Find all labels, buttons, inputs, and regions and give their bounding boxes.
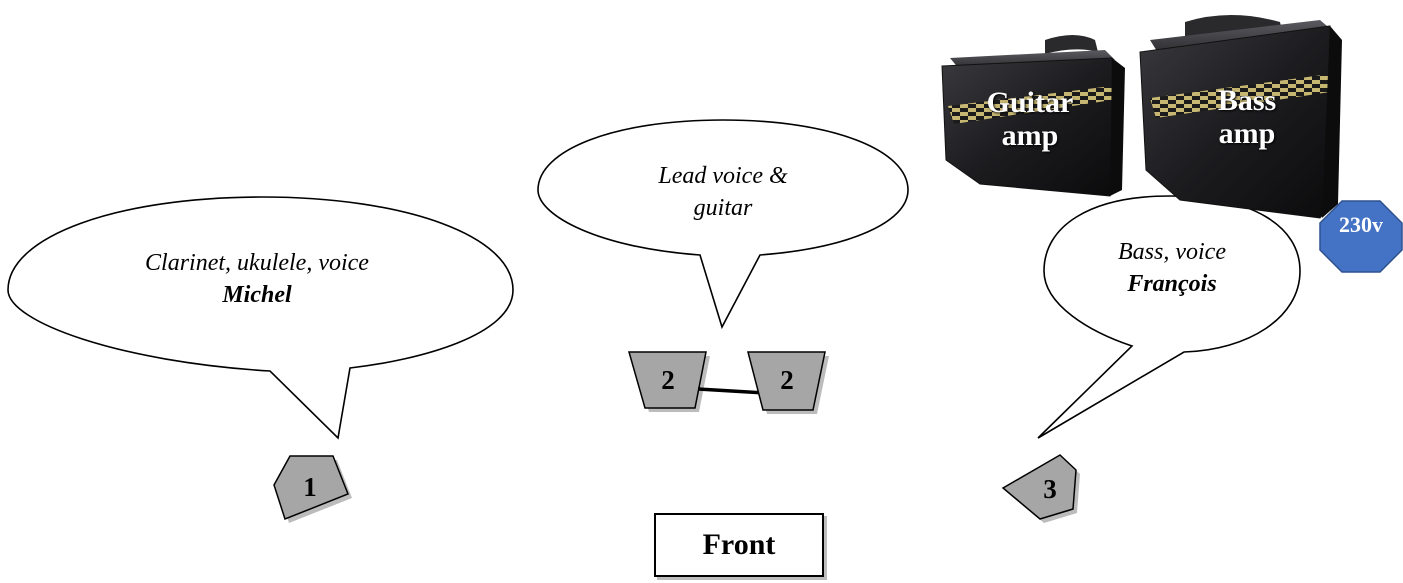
monitor-1-number: 1: [303, 472, 317, 502]
bass-amp-label-line1: Bass: [1217, 84, 1277, 117]
front-label: Front: [702, 528, 776, 561]
speech-bubble-lead: [537, 119, 909, 330]
speech-bubble-francois: [1037, 195, 1301, 439]
michel-name: Michel: [222, 282, 292, 308]
guitar-amp-label-line1: Guitar: [986, 86, 1074, 119]
bass-amp-label: Bass amp: [1192, 84, 1302, 150]
power-label: 230v: [1339, 212, 1383, 237]
michel-instruments: Clarinet, ukulele, voice: [145, 250, 369, 276]
lead-instruments: Lead voice &: [658, 163, 788, 189]
monitor-2b-number: 2: [780, 365, 794, 395]
bass-amp-label-line2: amp: [1218, 117, 1276, 150]
guitar-amp-label: Guitar amp: [975, 86, 1085, 152]
monitor-3-icon: [1001, 454, 1080, 523]
guitar-amp-icon: [941, 35, 1125, 197]
lead-instruments-2: guitar: [693, 195, 753, 221]
guitar-amp-label-line2: amp: [1001, 119, 1059, 152]
monitor-1-icon: [273, 455, 352, 523]
front-label-box: Front: [654, 513, 824, 577]
bubble-text-francois: Bass, voice François: [1062, 236, 1282, 300]
francois-instruments: Bass, voice: [1118, 239, 1226, 265]
bubble-text-michel: Clarinet, ukulele, voice Michel: [92, 247, 422, 311]
monitor-2b-icon: [747, 351, 829, 414]
monitor-2a-number: 2: [661, 365, 675, 395]
bass-amp-icon: [1139, 15, 1342, 219]
monitor-link-line: [697, 387, 766, 395]
power-outlet-icon: [1319, 200, 1403, 273]
francois-name: François: [1127, 271, 1217, 297]
speech-bubble-michel: [7, 196, 514, 440]
bubble-text-lead: Lead voice & guitar: [583, 160, 863, 224]
monitor-3-number: 3: [1043, 474, 1057, 504]
monitor-2a-icon: [628, 351, 710, 412]
